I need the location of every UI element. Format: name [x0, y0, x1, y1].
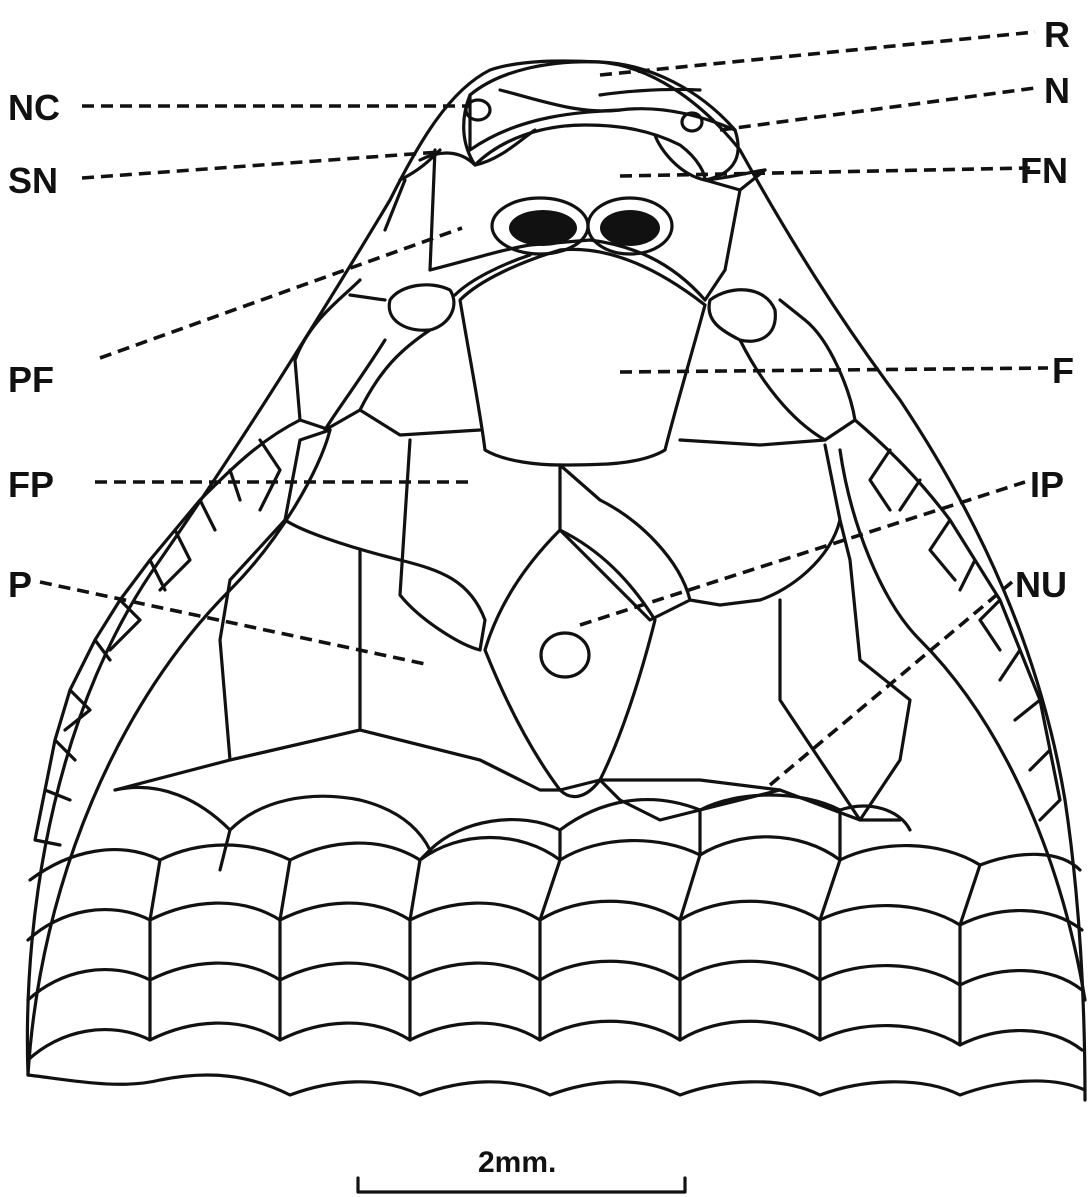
- internasal-line: [500, 89, 700, 111]
- upper-left-shield: [325, 330, 480, 435]
- leader-f: [620, 368, 1048, 372]
- leader-n: [720, 88, 1035, 130]
- label-nc: NC: [8, 87, 60, 128]
- label-ip: IP: [1030, 464, 1064, 505]
- interparietal-scale: [485, 530, 655, 797]
- scale-bar-label: 2mm.: [478, 1146, 556, 1179]
- label-r: R: [1044, 14, 1070, 55]
- prefrontal-top: [420, 125, 765, 180]
- scale-bar: [358, 1178, 685, 1192]
- nuchal-band: [115, 730, 900, 820]
- label-p: P: [8, 564, 32, 605]
- supraocular-left: [389, 285, 454, 330]
- label-nu: NU: [1015, 564, 1067, 605]
- supraocular-right: [709, 290, 775, 341]
- frontoparietal-right: [560, 445, 840, 620]
- leader-ip: [580, 482, 1025, 625]
- leader-nu: [770, 582, 1012, 785]
- frontal-scale: [460, 249, 705, 465]
- eye-right-pupil-icon: [600, 210, 660, 246]
- label-fp: FP: [8, 464, 54, 505]
- label-f: F: [1052, 350, 1074, 391]
- leader-pf: [100, 228, 462, 358]
- dorsal-scale-rows: [28, 787, 1085, 1095]
- left-lateral-scales: [35, 420, 300, 845]
- frontoparietal-left: [285, 430, 485, 650]
- frontonasal-right: [705, 170, 765, 270]
- leader-p: [40, 582, 430, 665]
- leader-sn: [82, 152, 440, 178]
- leader-r: [600, 32, 1035, 75]
- interparietal-spot-icon: [541, 633, 589, 677]
- label-n: N: [1044, 70, 1070, 111]
- label-fn: FN: [1020, 150, 1068, 191]
- upper-right-shield: [680, 340, 825, 445]
- label-pf: PF: [8, 359, 54, 400]
- parietal-right: [600, 520, 910, 820]
- label-sn: SN: [8, 160, 58, 201]
- nasal-left: [464, 95, 535, 165]
